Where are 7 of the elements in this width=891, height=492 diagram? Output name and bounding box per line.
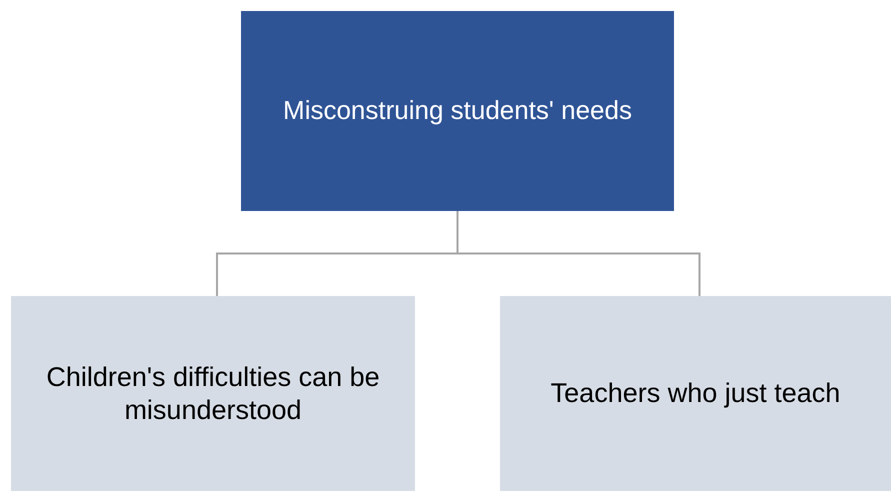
node-label: Misconstruing students' needs bbox=[283, 95, 632, 127]
connector-line bbox=[456, 211, 700, 296]
topic-box bbox=[241, 11, 674, 211]
node-label: Children's difficulties can be misunderstood bbox=[45, 361, 381, 426]
node-label: Teachers who just teach bbox=[550, 377, 840, 410]
subtopic-box bbox=[500, 296, 891, 491]
subtopic-box bbox=[11, 296, 415, 491]
